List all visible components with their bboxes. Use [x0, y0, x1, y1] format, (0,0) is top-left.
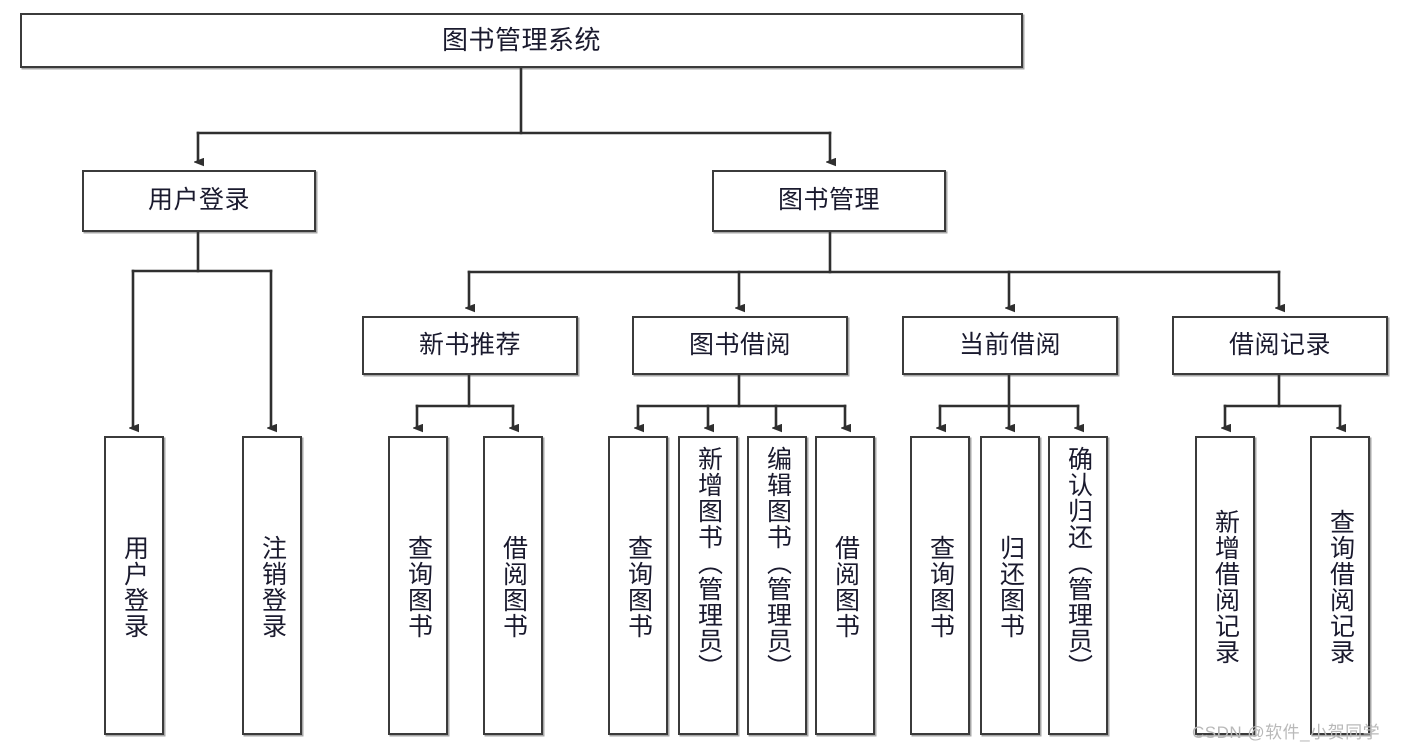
- node-leaf-query-borrow-record[interactable]: 查询借阅记录: [1310, 436, 1370, 735]
- node-root-system[interactable]: 图书管理系统: [20, 13, 1023, 68]
- node-borrow-record[interactable]: 借阅记录: [1172, 316, 1388, 375]
- node-leaf-add-borrow-record[interactable]: 新增借阅记录: [1195, 436, 1255, 735]
- node-leaf-borrow-query-book[interactable]: 查询图书: [608, 436, 668, 735]
- node-leaf-edit-book[interactable]: 编辑图书（管理员）: [747, 436, 807, 735]
- node-label: 图书借阅: [688, 330, 791, 359]
- node-label: 新书推荐: [418, 330, 521, 359]
- node-book-admin[interactable]: 图书管理: [712, 170, 946, 232]
- node-label: 查询图书: [926, 534, 955, 639]
- csdn-watermark: CSDN @软件_小贺同学: [1192, 723, 1381, 742]
- node-label: 用户登录: [120, 534, 149, 639]
- node-leaf-cur-query-book[interactable]: 查询图书: [910, 436, 970, 735]
- node-new-book-recommend[interactable]: 新书推荐: [362, 316, 578, 375]
- node-label: 借阅图书: [831, 534, 860, 639]
- node-leaf-confirm-return[interactable]: 确认归还（管理员）: [1048, 436, 1108, 735]
- node-leaf-rec-borrow-book[interactable]: 借阅图书: [483, 436, 543, 735]
- node-label: 图书管理: [777, 186, 880, 215]
- node-label: 归还图书: [996, 534, 1025, 639]
- node-user-login[interactable]: 用户登录: [82, 170, 316, 232]
- node-label: 借阅记录: [1228, 330, 1331, 359]
- node-label: 查询图书: [404, 534, 433, 639]
- node-label: 查询借阅记录: [1326, 508, 1355, 665]
- node-current-borrow[interactable]: 当前借阅: [902, 316, 1118, 375]
- node-label: 借阅图书: [499, 534, 528, 639]
- node-label: 图书管理系统: [441, 25, 601, 56]
- node-label: 当前借阅: [958, 330, 1061, 359]
- node-leaf-logout[interactable]: 注销登录: [242, 436, 302, 735]
- node-label: 新增借阅记录: [1211, 508, 1240, 665]
- node-book-borrow[interactable]: 图书借阅: [632, 316, 848, 375]
- node-label: 查询图书: [624, 534, 653, 639]
- node-label: 编辑图书（管理员）: [763, 446, 792, 680]
- node-leaf-add-book[interactable]: 新增图书（管理员）: [678, 436, 738, 735]
- node-label: 注销登录: [258, 534, 287, 639]
- node-leaf-user-login[interactable]: 用户登录: [104, 436, 164, 735]
- node-label: 确认归还（管理员）: [1064, 446, 1093, 680]
- node-label: 用户登录: [147, 186, 250, 215]
- node-leaf-borrow-book[interactable]: 借阅图书: [815, 436, 875, 735]
- node-leaf-rec-query-book[interactable]: 查询图书: [388, 436, 448, 735]
- node-leaf-return-book[interactable]: 归还图书: [980, 436, 1040, 735]
- node-label: 新增图书（管理员）: [694, 446, 723, 680]
